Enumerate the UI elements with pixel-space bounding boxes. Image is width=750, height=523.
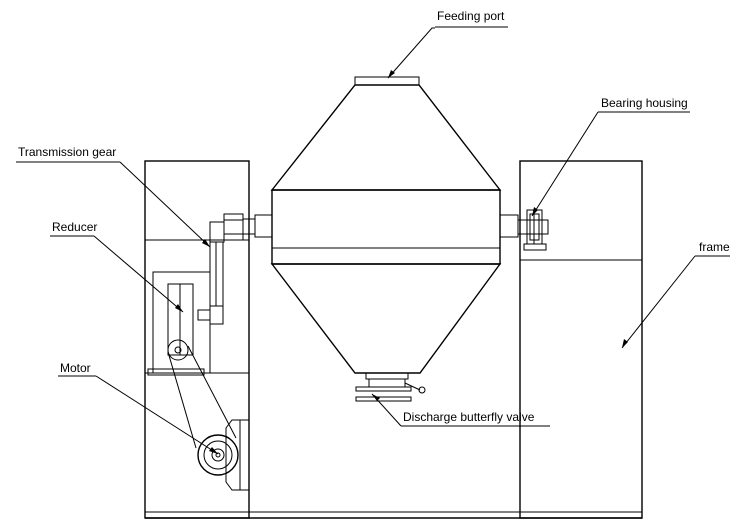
reducer	[147, 271, 224, 376]
base	[145, 511, 642, 519]
label-transmission-gear: Transmission gear	[18, 145, 116, 159]
lower-cone	[270, 263, 502, 374]
left-bearing-block	[223, 213, 244, 241]
feeding-port	[354, 76, 420, 86]
label-frame: frame	[699, 240, 730, 254]
label-reducer: Reducer	[52, 220, 97, 234]
label-discharge-butterfly-valve: Discharge butterfly valve	[403, 410, 535, 424]
label-feeding-port: Feeding port	[437, 9, 505, 23]
motor-pulley	[197, 434, 239, 476]
bearing-housing	[499, 209, 549, 251]
left-frame	[144, 160, 250, 519]
label-bearing-housing: Bearing housing	[601, 96, 688, 110]
discharge-butterfly-valve	[355, 372, 426, 402]
double-cone-vessel	[270, 76, 502, 402]
right-frame	[519, 160, 643, 519]
belt-drive	[167, 339, 237, 449]
left-shaft-assembly	[209, 213, 273, 307]
upper-cone	[270, 84, 502, 191]
cylinder-section	[271, 189, 501, 265]
leader-lines	[16, 26, 730, 455]
label-motor: Motor	[60, 361, 91, 375]
right-shaft-collar	[499, 214, 519, 238]
motor	[197, 419, 250, 491]
left-shaft-collar	[254, 214, 273, 238]
small-pulley	[167, 339, 189, 361]
labels: Feeding port Bearing housing Transmissio…	[18, 9, 730, 424]
